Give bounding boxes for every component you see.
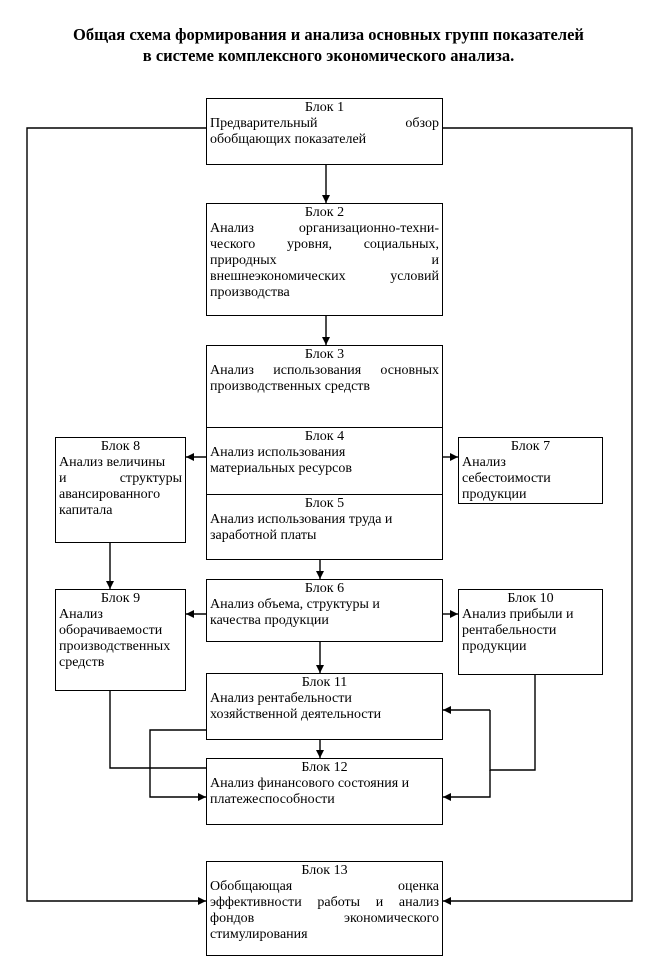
- block-13-title: Блок 13: [301, 863, 348, 878]
- block-3-line-2: производственных средств: [210, 379, 371, 394]
- block-9-line-3: производственных: [59, 639, 171, 654]
- block-8: Блок 8 Анализ величины и структуры аванс…: [55, 437, 186, 543]
- block-5-line-1: Анализ использования труда и: [210, 512, 393, 527]
- block-2-title: Блок 2: [304, 205, 345, 220]
- arrow-block1-to-block13-right: [443, 127, 633, 905]
- diagram-title-line-2: в системе комплексного экономического ан…: [142, 46, 515, 65]
- block-13-line-4: стимулирования: [210, 927, 308, 942]
- arrow-block10-to-block12: [443, 770, 491, 801]
- block-7-line-1: Анализ: [462, 455, 506, 470]
- block-13: Блок 13 Обобщающая оценка эффективности …: [206, 861, 443, 956]
- block-3-line-1: Анализ использования основных: [210, 363, 439, 378]
- block-1: Блок 1 Предварительный обзор обобщающих …: [206, 98, 443, 165]
- block-12-title: Блок 12: [301, 760, 348, 775]
- block-2-line-1: Анализ организационно-техни-: [210, 221, 439, 236]
- block-11-title: Блок 11: [301, 675, 348, 690]
- block-5-line-2: заработной платы: [210, 528, 317, 543]
- block-6: Блок 6 Анализ объема, структуры и качест…: [206, 579, 443, 642]
- block-10: Блок 10 Анализ прибыли и рентабельности …: [458, 589, 603, 675]
- block-3-title: Блок 3: [304, 347, 345, 362]
- block-6-line-2: качества продукции: [210, 613, 329, 628]
- block-7: Блок 7 Анализ себестоимости продукции: [458, 437, 603, 504]
- block-7-line-2: себестоимости: [462, 471, 551, 486]
- block-12-line-2: платежеспособности: [210, 792, 335, 807]
- block-2-line-2: ческого уровня, социальных,: [210, 237, 439, 252]
- block-2-line-4: внешнеэкономических условий: [210, 269, 439, 284]
- block-9-line-2: оборачиваемости: [59, 623, 163, 638]
- block-8-title: Блок 8: [100, 439, 141, 454]
- block-11: Блок 11 Анализ рентабельности хозяйствен…: [206, 673, 443, 740]
- block-13-line-2: эффективности работы и анализ: [210, 895, 439, 910]
- block-2-line-5: производства: [210, 285, 290, 300]
- block-9-line-4: средств: [59, 655, 105, 670]
- block-6-line-1: Анализ объема, структуры и: [210, 597, 380, 612]
- block-1-line-2: обобщающих показателей: [210, 132, 367, 147]
- block-5-title: Блок 5: [304, 496, 345, 511]
- block-2-line-3: природных и: [210, 253, 439, 268]
- block-1-title: Блок 1: [304, 100, 345, 115]
- block-13-line-3: фондов экономического: [210, 911, 439, 926]
- block-1-line-1: Предварительный обзор: [210, 116, 439, 131]
- block-11-line-2: хозяйственной деятельности: [210, 707, 382, 722]
- block-10-line-1: Анализ прибыли и: [462, 607, 574, 622]
- block-12: Блок 12 Анализ финансового состояния и п…: [206, 758, 443, 825]
- blocks-3-4-5-group: Блок 3 Анализ использования основных про…: [206, 345, 443, 560]
- block-9-line-1: Анализ: [59, 607, 103, 622]
- connector-block10-down: [489, 675, 536, 771]
- block-4: Блок 4 Анализ использования материальных…: [207, 428, 442, 495]
- block-2: Блок 2 Анализ организационно-техни- ческ…: [206, 203, 443, 316]
- block-10-line-2: рентабельности: [462, 623, 557, 638]
- arrow-block11-to-block12-left: [149, 729, 206, 801]
- block-12-line-1: Анализ финансового состояния и: [210, 776, 410, 791]
- block-11-line-1: Анализ рентабельности: [210, 691, 352, 706]
- block-8-line-3: авансированного: [59, 487, 161, 502]
- arrow-block1-to-block13-left: [26, 127, 206, 905]
- block-4-title: Блок 4: [304, 429, 345, 444]
- block-8-line-1: Анализ величины: [59, 455, 166, 470]
- block-9: Блок 9 Анализ оборачиваемости производст…: [55, 589, 186, 691]
- block-7-line-3: продукции: [462, 487, 527, 502]
- block-5: Блок 5 Анализ использования труда и зара…: [207, 495, 442, 559]
- block-4-line-2: материальных ресурсов: [210, 461, 352, 476]
- block-3: Блок 3 Анализ использования основных про…: [207, 346, 442, 428]
- block-8-line-2: и структуры: [59, 471, 182, 486]
- block-13-line-1: Обобщающая оценка: [210, 879, 439, 894]
- block-7-title: Блок 7: [510, 439, 551, 454]
- block-8-line-4: капитала: [59, 503, 113, 518]
- block-6-title: Блок 6: [304, 581, 345, 596]
- block-9-title: Блок 9: [100, 591, 141, 606]
- diagram-title-line-1: Общая схема формирования и анализа основ…: [73, 25, 584, 44]
- block-4-line-1: Анализ использования: [210, 445, 346, 460]
- block-10-title: Блок 10: [507, 591, 554, 606]
- block-10-line-3: продукции: [462, 639, 527, 654]
- connector-block9-to-block12: [109, 691, 206, 769]
